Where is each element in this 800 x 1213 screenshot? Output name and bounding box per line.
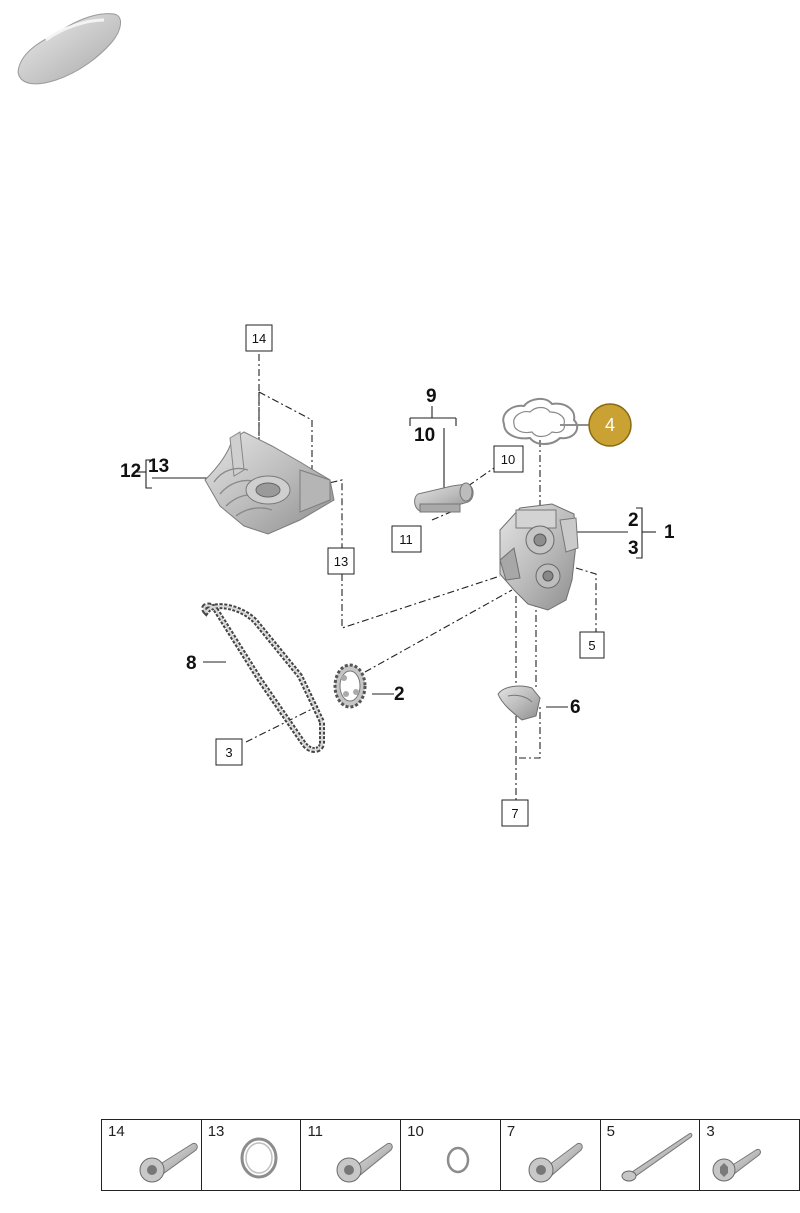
- svg-text:13: 13: [334, 554, 348, 569]
- part-number: 13: [207, 1123, 225, 1140]
- oil-pump-cover-part: [204, 431, 335, 535]
- oil-pump-body-part: [499, 503, 579, 611]
- long-bolt-icon: [621, 1132, 692, 1182]
- boxed-ref-13: 13: [327, 547, 355, 575]
- parts-legend-cell[interactable]: 10: [401, 1120, 501, 1190]
- svg-text:3: 3: [225, 745, 232, 760]
- callout-1: 1: [664, 522, 675, 543]
- svg-text:7: 7: [511, 806, 518, 821]
- callout-2-top: 2: [628, 510, 639, 531]
- small-o-ring-icon: [446, 1146, 470, 1174]
- drive-chain-part: [201, 602, 325, 753]
- parts-legend-cell[interactable]: 14: [102, 1120, 202, 1190]
- parts-legend-cell[interactable]: 13: [202, 1120, 302, 1190]
- hex-socket-bolt-icon: [528, 1143, 583, 1183]
- callout-12: 12: [120, 461, 141, 482]
- parts-legend-table: 14 13 11 10 7 5: [101, 1119, 800, 1191]
- solenoid-valve-part: [414, 482, 474, 513]
- boxed-ref-10: 10: [493, 445, 524, 473]
- callout-10: 10: [414, 425, 435, 446]
- part-number: 10: [407, 1123, 424, 1140]
- parts-legend-cell[interactable]: 5: [601, 1120, 701, 1190]
- part-number: 11: [307, 1123, 324, 1140]
- boxed-ref-7: 7: [501, 799, 529, 827]
- svg-text:10: 10: [501, 452, 515, 467]
- leader-lines: [134, 354, 656, 800]
- callout-9: 9: [426, 386, 437, 407]
- parts-legend-cell[interactable]: 7: [501, 1120, 601, 1190]
- callout-2: 2: [394, 684, 405, 705]
- parts-legend-cell[interactable]: 11: [301, 1120, 402, 1190]
- highlight-label: 4: [605, 415, 615, 435]
- callout-3-top: 3: [628, 538, 639, 559]
- part-number: 7: [506, 1123, 516, 1140]
- callout-6: 6: [570, 697, 581, 718]
- boxed-ref-14: 14: [245, 324, 273, 352]
- svg-text:14: 14: [252, 331, 266, 346]
- svg-text:5: 5: [588, 638, 595, 653]
- part-number: 5: [606, 1123, 615, 1140]
- o-ring-icon: [240, 1137, 278, 1179]
- hex-socket-bolt-icon: [336, 1143, 394, 1183]
- svg-text:11: 11: [399, 532, 413, 547]
- gasket-part: [502, 398, 579, 445]
- sprocket-part: [333, 663, 367, 709]
- boxed-ref-3: 3: [215, 738, 243, 766]
- chain-guide-part: [497, 685, 541, 721]
- highlight-callout-4[interactable]: 4: [588, 403, 632, 447]
- part-number: 14: [108, 1123, 125, 1140]
- hex-socket-bolt-icon: [139, 1143, 198, 1183]
- callout-8: 8: [186, 653, 197, 674]
- vehicle-thumbnail-icon: [17, 13, 121, 85]
- part-number: 3: [706, 1123, 715, 1140]
- torx-bolt-icon: [712, 1149, 762, 1182]
- boxed-ref-11: 11: [391, 525, 422, 553]
- callout-13: 13: [148, 456, 169, 477]
- boxed-ref-5: 5: [579, 631, 605, 659]
- parts-legend-cell[interactable]: 3: [700, 1120, 799, 1190]
